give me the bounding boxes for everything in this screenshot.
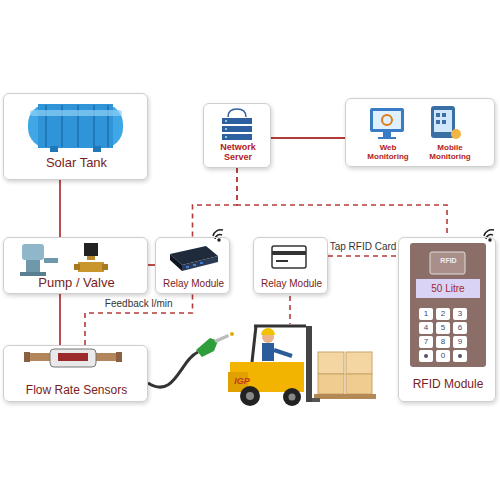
keypad-digit: 2	[436, 308, 450, 320]
keypad-digit: 7	[419, 336, 433, 348]
monitoring-box: Web MonitoringMobile Monitoring	[345, 98, 495, 167]
node-text: Flow Rate Sensors	[4, 384, 149, 398]
flow-meter-icon	[24, 349, 122, 367]
node-text: Web Monitoring	[360, 143, 416, 161]
signal-connector	[85, 294, 193, 345]
node-text: Network Server	[206, 142, 270, 163]
server-icon	[222, 109, 252, 140]
node-text: Relay Module	[254, 278, 329, 290]
signal-connector	[193, 168, 238, 237]
edge-label: Feedback l/min	[103, 298, 175, 310]
web-monitor-icon	[370, 108, 404, 139]
node-text: Mobile Monitoring	[420, 143, 480, 161]
keypad-digit: 6	[453, 322, 467, 334]
keypad-digit: 9	[453, 336, 467, 348]
card-icon	[272, 246, 306, 268]
tank-icon	[28, 104, 123, 152]
node-text: Solar Tank	[4, 156, 149, 171]
node-text: 50 Litre	[417, 283, 479, 295]
pump-valve-box: Pump / Valve	[3, 237, 148, 294]
mobile-monitor-icon	[431, 106, 461, 139]
signal-connector	[328, 256, 398, 257]
signal-connector	[237, 168, 447, 237]
keypad-digit: 1	[419, 308, 433, 320]
brand-label: IGP	[231, 375, 253, 387]
keypad-digit: 3	[453, 308, 467, 320]
rfid-panel	[410, 243, 486, 367]
pump-icon	[20, 244, 58, 276]
pipe-connector	[271, 138, 345, 139]
pipe-connector	[60, 180, 61, 237]
node-text: RFID	[431, 257, 466, 265]
keypad-digit: 5	[436, 322, 450, 334]
node-text: RFID Module	[399, 378, 497, 392]
node-text: Pump / Valve	[4, 276, 149, 291]
control-wire	[289, 296, 291, 324]
relay-box: Relay Module	[253, 237, 328, 294]
server-box: Network Server	[203, 103, 271, 168]
valve-icon	[74, 243, 108, 272]
node-text: Relay Module	[156, 278, 231, 290]
keypad-digit: 4	[419, 322, 433, 334]
relay-box: Relay Module	[155, 237, 230, 294]
keypad-digit: 0	[436, 350, 450, 362]
forklift	[228, 326, 376, 406]
hose	[148, 352, 198, 387]
pipe-connector	[148, 265, 155, 266]
edge-label: Tap RFID Card	[328, 241, 399, 253]
wifi-symbol	[213, 230, 494, 241]
tank-box: Solar Tank	[3, 93, 148, 180]
pipe-connector	[60, 294, 61, 345]
nozzle	[196, 332, 234, 357]
flow-sensor-box: Flow Rate Sensors	[3, 345, 148, 402]
keypad-digit: 8	[436, 336, 450, 348]
relay-icon	[170, 246, 218, 271]
rfid-module-box: RFID 50 LitreRFID Module	[398, 237, 496, 402]
